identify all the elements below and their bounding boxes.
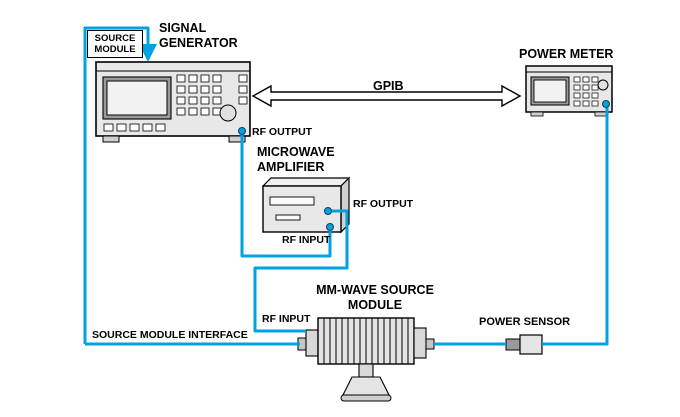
mm-wave-source-module-illustration: [297, 317, 435, 402]
cable-source-module-interface-left: [83, 26, 150, 344]
module-left-cap: [305, 329, 319, 357]
module-stand-cone: [342, 376, 390, 396]
power-meter-knob: [597, 79, 609, 91]
connector-dots: [139, 44, 610, 231]
gpib-double-arrow: [251, 84, 522, 108]
siggen-rf-output-connector: [238, 127, 246, 135]
cable-siggen-rf-to-amp-input: [240, 134, 332, 258]
power-meter-connector: [602, 100, 610, 108]
module-right-connector: [425, 338, 435, 350]
microwave-amplifier-label: MICROWAVE AMPLIFIER: [257, 145, 335, 174]
power-sensor-body: [519, 334, 543, 355]
source-module-interface-label: SOURCE MODULE INTERFACE: [92, 329, 248, 341]
signal-generator-foot-right: [228, 135, 246, 143]
signal-generator-illustration: [95, 61, 251, 143]
module-rf-input-label: RF INPUT: [262, 313, 311, 325]
power-sensor-connector: [505, 338, 521, 351]
module-fins: [323, 318, 409, 364]
siggen-rf-output-label: RF OUTPUT: [252, 126, 313, 138]
microwave-amplifier-illustration: [261, 176, 351, 234]
signal-generator-screen: [106, 80, 168, 116]
amplifier-label-strip: [275, 214, 301, 221]
power-meter-keypad: [573, 76, 599, 107]
power-meter-foot-right: [594, 111, 608, 117]
signal-generator-foot-left: [102, 135, 120, 143]
power-meter-foot-left: [530, 111, 544, 117]
module-stand-neck: [358, 363, 374, 378]
amplifier-top-face: [261, 177, 351, 187]
power-meter-label: POWER METER: [519, 47, 614, 61]
source-module-arrowhead: [139, 44, 157, 62]
gpib-bus: [251, 84, 522, 108]
amp-rf-input-connector: [326, 223, 334, 231]
cable-amp-output-to-module-input: [253, 209, 349, 333]
gpib-label: GPIB: [373, 79, 404, 93]
amplifier-vent-slot: [269, 196, 315, 206]
signal-generator-label: SIGNAL GENERATOR: [159, 21, 238, 50]
amp-rf-output-connector: [324, 207, 332, 215]
module-stand-base: [340, 394, 392, 402]
module-right-cap: [413, 327, 427, 359]
mm-wave-source-module-label: MM-WAVE SOURCE MODULE: [316, 283, 434, 312]
amp-rf-input-label: RF INPUT: [282, 234, 331, 246]
signal-generator-softkeys: [103, 123, 166, 132]
cables: [83, 26, 609, 346]
power-meter-illustration: [525, 65, 613, 117]
power-sensor-label: POWER SENSOR: [479, 316, 571, 328]
power-meter-screen: [533, 79, 567, 103]
amp-rf-output-label: RF OUTPUT: [353, 198, 414, 210]
signal-generator-knob: [219, 104, 237, 122]
power-sensor-illustration: [505, 334, 543, 355]
signal-generator-keypad: [176, 74, 248, 116]
cable-sensor-to-meter: [542, 106, 609, 346]
source-module-label: SOURCE MODULE: [87, 30, 143, 59]
